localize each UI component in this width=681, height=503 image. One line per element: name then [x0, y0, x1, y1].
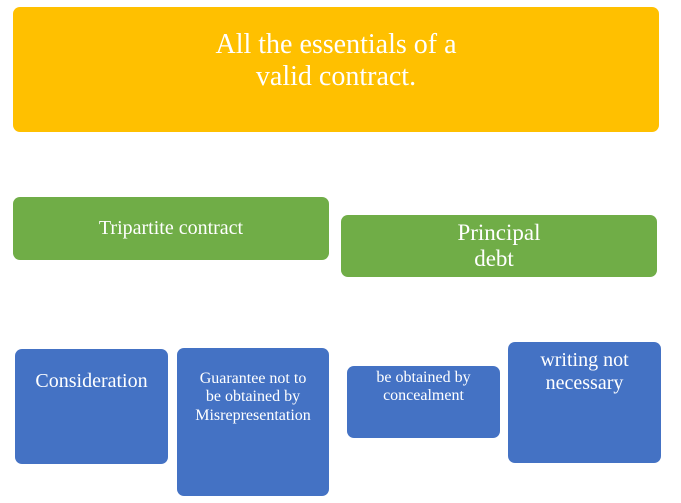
box-label-line-1: be obtained by	[376, 369, 471, 386]
box-label-line-3: Misrepresentation	[195, 406, 311, 424]
box-label-line-2: debt	[474, 246, 514, 272]
concealment-box: be obtained by concealment	[347, 366, 500, 438]
box-label-line-1: Guarantee not to	[199, 370, 307, 387]
writing-not-necessary-box: writing not necessary	[508, 342, 661, 463]
box-label-line-1: writing not	[540, 349, 629, 371]
principal-debt-box: Principal debt	[341, 215, 657, 277]
consideration-box: Consideration	[15, 349, 168, 464]
title-line-1: All the essentials of a	[215, 29, 457, 60]
box-label: Tripartite contract	[98, 217, 244, 239]
title-box: All the essentials of a valid contract.	[13, 7, 659, 132]
box-label-line-2: concealment	[383, 387, 464, 405]
box-label-line-1: Principal	[457, 220, 541, 245]
box-label: Consideration	[35, 370, 148, 392]
box-label-line-2: be obtained by	[205, 388, 301, 406]
title-line-2: valid contract.	[255, 61, 417, 93]
misrepresentation-box: Guarantee not to be obtained by Misrepre…	[177, 348, 329, 496]
box-label-line-2: necessary	[545, 372, 624, 394]
tripartite-contract-box: Tripartite contract	[13, 197, 329, 260]
